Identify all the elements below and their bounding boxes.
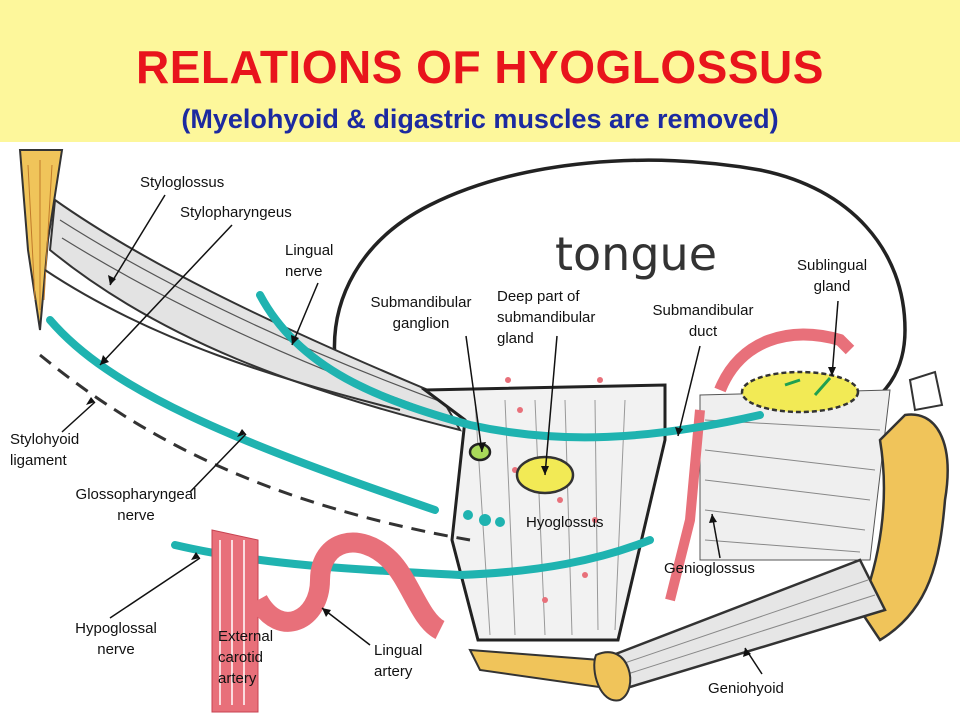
label-hypoglossal-nerve: Hypoglossal nerve: [75, 620, 157, 658]
glossopharyngeal-nerve: [46, 316, 439, 514]
label-lingual-artery: Lingual artery: [374, 642, 423, 680]
label-deep-part-submandibular-gland: Deep part of submandibular gland: [497, 288, 596, 347]
genioglossus-muscle: [699, 389, 891, 561]
label-glossopharyngeal-nerve: Glossopharyngeal nerve: [75, 486, 197, 524]
label-submandibular-ganglion: Submandibular ganglion: [370, 294, 472, 332]
label-styloglossus: Styloglossus: [140, 174, 225, 191]
label-stylopharyngeus: Stylopharyngeus: [180, 204, 292, 221]
mandible-bone: [858, 413, 949, 642]
tongue-word: tongue: [555, 227, 717, 281]
label-submandibular-duct: Submandibular duct: [652, 302, 754, 340]
label-external-carotid-artery: External carotid artery: [218, 628, 274, 687]
styloid-process: [18, 149, 64, 331]
styloglossus-muscle: [48, 198, 463, 432]
label-genioglossus: Genioglossus: [664, 560, 755, 577]
label-hyoglossus: Hyoglossus: [526, 514, 604, 531]
page-subtitle: (Myelohyoid & digastric muscles are remo…: [181, 104, 779, 134]
label-sublingual-gland: Sublingual gland: [796, 257, 868, 295]
stylohyoid-ligament: [39, 353, 471, 542]
submandibular-duct: [714, 328, 855, 393]
page-title: RELATIONS OF HYOGLOSSUS: [136, 41, 824, 93]
label-stylohyoid-ligament: Stylohyoid ligament: [10, 431, 80, 469]
header-banner: [0, 0, 960, 142]
deep-artery-branch: [665, 409, 705, 602]
tongue-outline: [332, 158, 907, 397]
geniohyoid-muscle: [598, 558, 887, 692]
label-lingual-nerve: Lingual nerve: [285, 242, 334, 280]
lingual-nerve: [256, 291, 764, 442]
lingual-artery: [249, 532, 446, 639]
anatomy-diagram: tongue: [18, 149, 949, 713]
sublingual-gland: [740, 370, 860, 414]
external-carotid-artery: [211, 529, 259, 713]
label-geniohyoid: Geniohyoid: [708, 680, 784, 697]
